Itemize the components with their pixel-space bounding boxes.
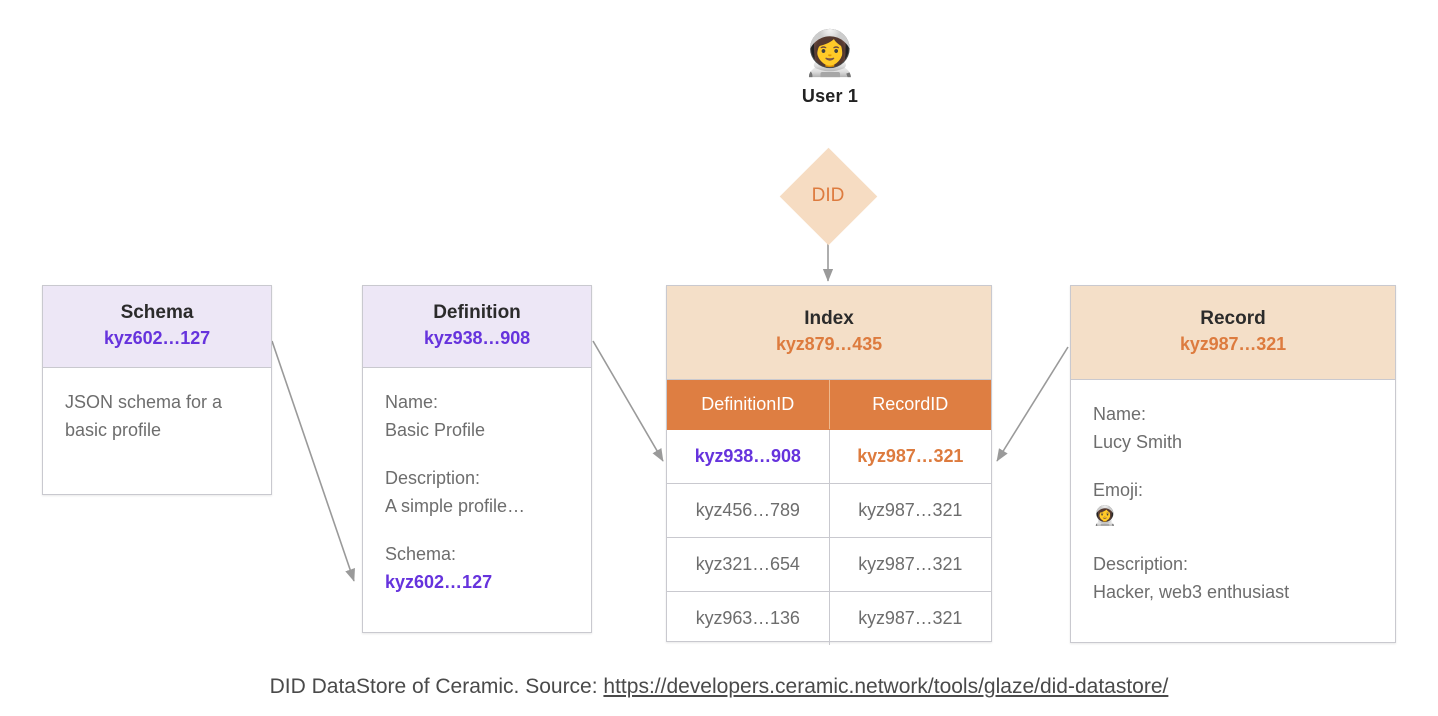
definition-card-header: Definition kyz938…908 <box>363 286 591 368</box>
schema-card-description: JSON schema for a basic profile <box>65 392 223 440</box>
index-table: DefinitionID RecordID kyz938…908 kyz987…… <box>667 380 991 645</box>
astronaut-emoji: 👩‍🚀 <box>802 29 858 78</box>
schema-card-body: JSON schema for a basic profile <box>43 368 271 462</box>
definition-card: Definition kyz938…908 Name: Basic Profil… <box>362 285 592 633</box>
cell-definition-id: kyz938…908 <box>667 429 830 484</box>
record-field-name: Name: Lucy Smith <box>1093 400 1373 456</box>
cell-definition-id: kyz963…136 <box>667 591 830 645</box>
user-label: User 1 <box>801 86 859 106</box>
schema-card-header: Schema kyz602…127 <box>43 286 271 368</box>
caption-text: DID DataStore of Ceramic. Source: <box>269 675 604 698</box>
record-field-description-label: Description: <box>1093 554 1189 574</box>
definition-card-body: Name: Basic Profile Description: A simpl… <box>363 368 591 614</box>
table-row: kyz938…908 kyz987…321 <box>667 429 991 484</box>
did-node: DID <box>779 147 877 245</box>
index-card-id: kyz879…435 <box>775 334 883 354</box>
schema-card-id: kyz602…127 <box>103 328 211 348</box>
record-field-description-value: Hacker, web3 enthusiast <box>1093 582 1290 602</box>
schema-card-title: Schema <box>120 302 194 323</box>
schema-card: Schema kyz602…127 JSON schema for a basi… <box>42 285 272 495</box>
record-card-id: kyz987…321 <box>1179 334 1287 354</box>
definition-field-description-value: A simple profile… <box>385 496 526 516</box>
definition-field-name-label: Name: <box>385 392 439 412</box>
record-field-description: Description: Hacker, web3 enthusiast <box>1093 550 1373 606</box>
cell-record-id: kyz987…321 <box>829 537 991 592</box>
cell-record-id: kyz987…321 <box>829 483 991 538</box>
table-row: kyz456…789 kyz987…321 <box>667 483 991 538</box>
column-header-record-id: RecordID <box>829 380 991 430</box>
index-table-header-row: DefinitionID RecordID <box>667 380 991 430</box>
definition-field-name: Name: Basic Profile <box>385 388 569 444</box>
definition-field-description-label: Description: <box>385 468 481 488</box>
record-field-name-label: Name: <box>1093 404 1147 424</box>
table-row: kyz321…654 kyz987…321 <box>667 537 991 592</box>
record-card-header: Record kyz987…321 <box>1071 286 1395 380</box>
record-field-emoji-label: Emoji: <box>1093 480 1144 500</box>
astronaut-emoji: 👩‍🚀 <box>1093 506 1117 527</box>
record-card: Record kyz987…321 Name: Lucy Smith Emoji… <box>1070 285 1396 643</box>
cell-record-id: kyz987…321 <box>829 429 991 484</box>
source-link[interactable]: https://developers.ceramic.network/tools… <box>603 675 1169 698</box>
cell-definition-id: kyz456…789 <box>667 483 830 538</box>
index-card: Index kyz879…435 DefinitionID RecordID k… <box>666 285 992 645</box>
cell-record-id: kyz987…321 <box>858 608 963 628</box>
definition-card-id: kyz938…908 <box>423 328 531 348</box>
definition-card-title: Definition <box>433 302 521 323</box>
definition-field-description: Description: A simple profile… <box>385 464 569 520</box>
record-field-name-value: Lucy Smith <box>1093 432 1183 452</box>
column-header-definition-id: DefinitionID <box>667 380 830 430</box>
caption: DID DataStore of Ceramic. Source: https:… <box>0 672 1438 702</box>
arrow-definition-to-index <box>592 340 664 462</box>
record-card-body: Name: Lucy Smith Emoji: 👩‍🚀 Description:… <box>1071 380 1395 624</box>
user-actor: 👩‍🚀 User 1 <box>745 28 915 107</box>
table-row: kyz963…136 kyz987…321 <box>667 591 991 645</box>
cell-definition-id: kyz321…654 <box>667 537 830 592</box>
record-card-title: Record <box>1200 308 1266 329</box>
definition-field-schema: Schema: kyz602…127 <box>385 540 569 596</box>
definition-field-schema-label: Schema: <box>385 544 457 564</box>
did-label: DID <box>811 185 845 206</box>
definition-field-schema-value: kyz602…127 <box>385 572 493 592</box>
record-field-emoji: Emoji: 👩‍🚀 <box>1093 476 1373 530</box>
index-card-header: Index kyz879…435 <box>667 286 991 380</box>
definition-field-name-value: Basic Profile <box>385 420 486 440</box>
arrow-record-to-index <box>996 346 1069 462</box>
index-card-title: Index <box>804 308 854 329</box>
arrow-schema-to-definition <box>271 340 355 582</box>
